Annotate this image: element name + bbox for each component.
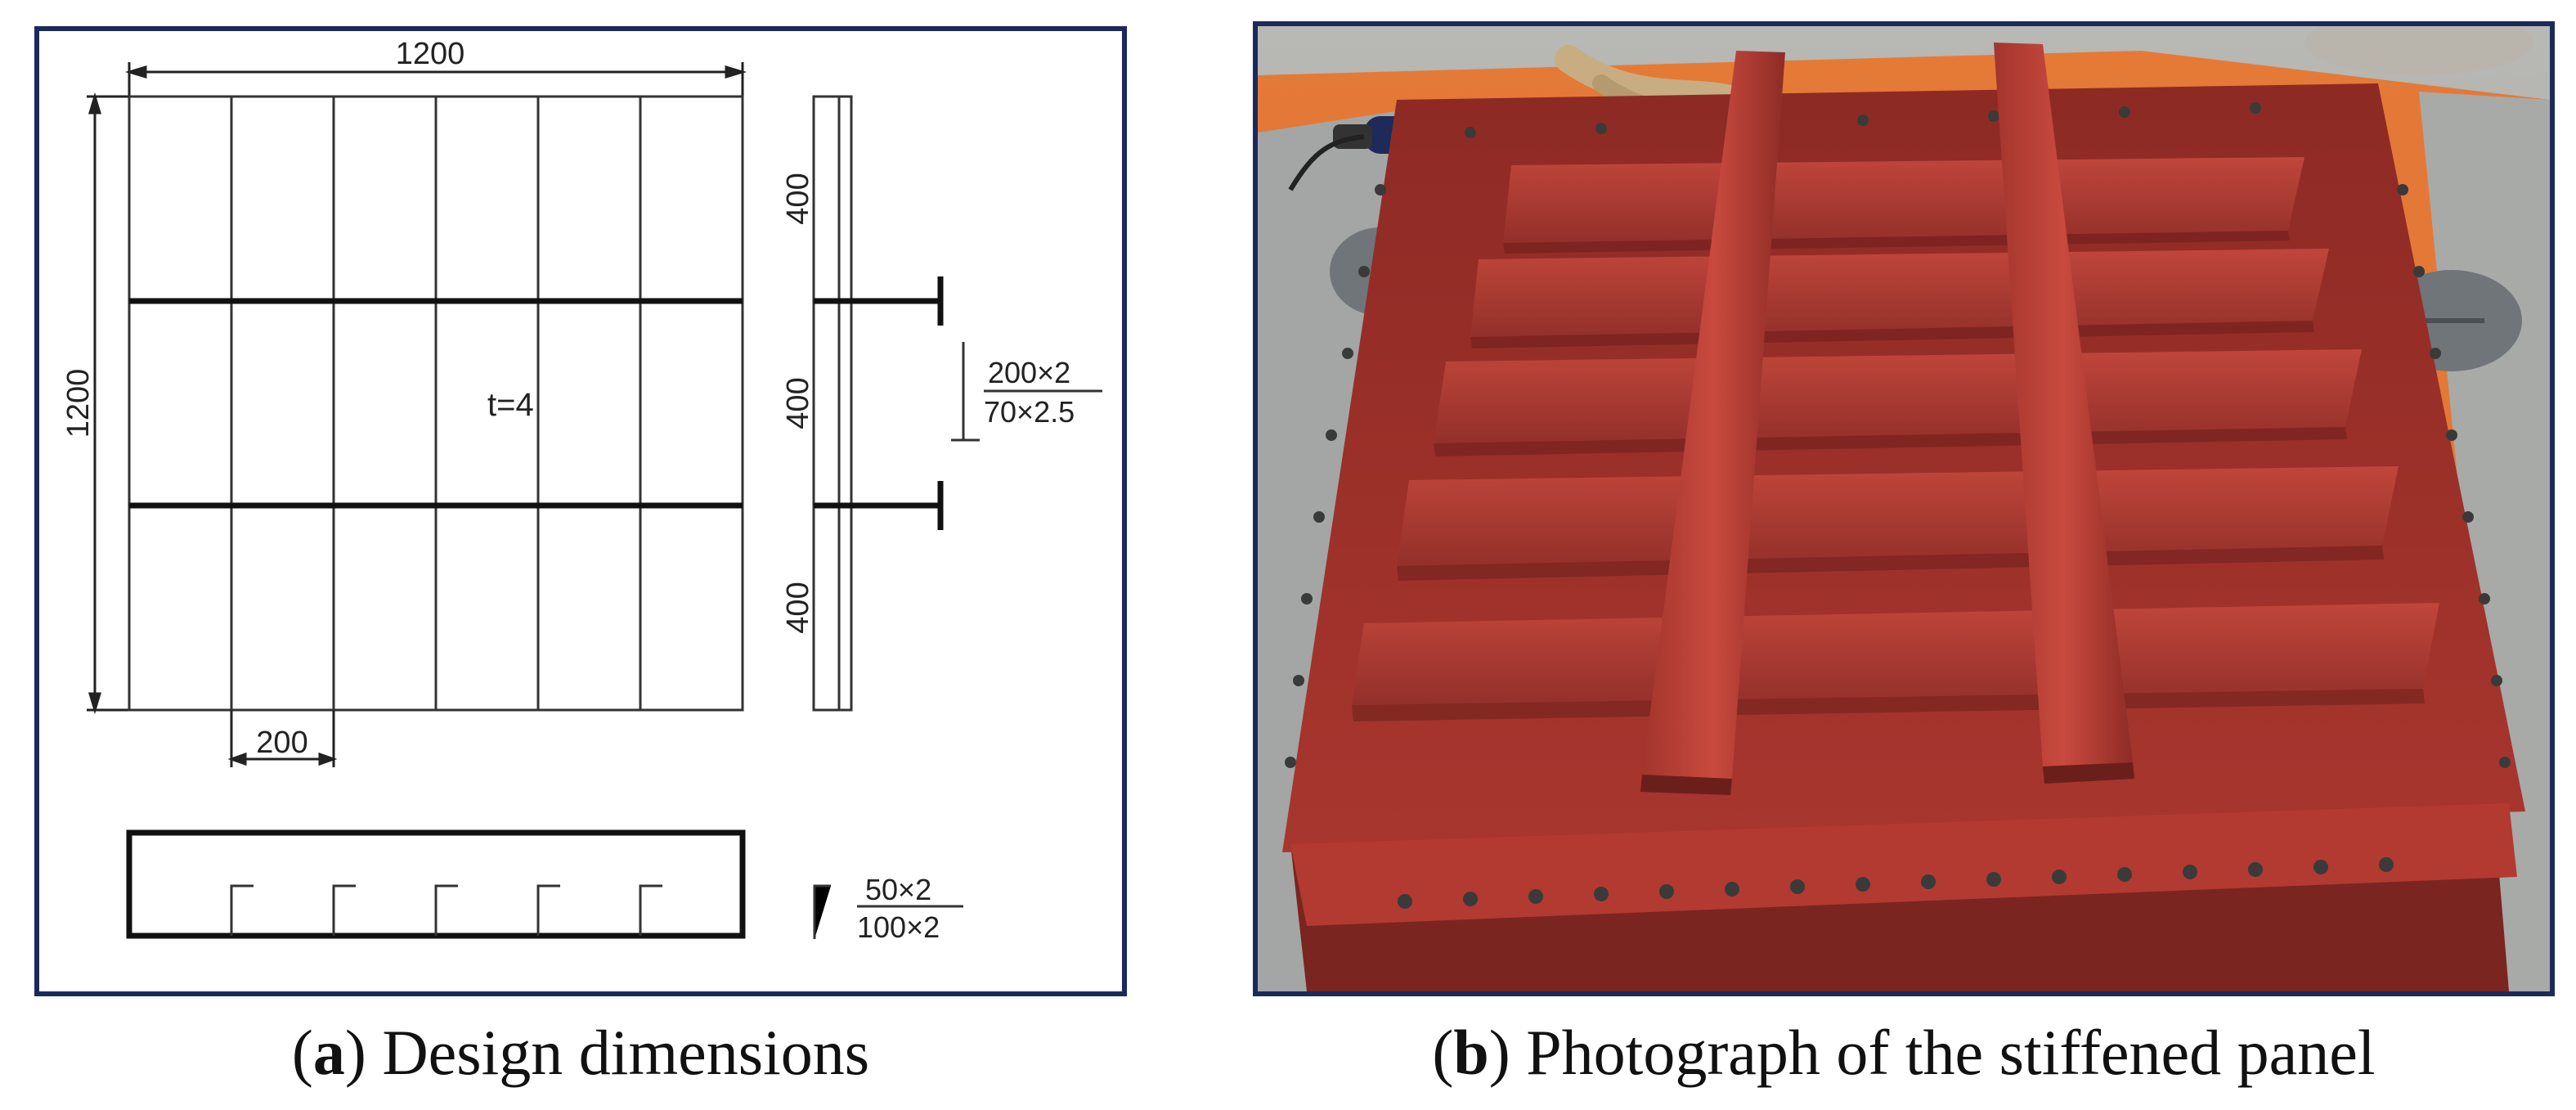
horizontal-stiffener-ribs	[1352, 157, 2439, 705]
longitudinal-beam-right	[1994, 43, 2133, 766]
steel-disc-top	[2304, 26, 2533, 75]
side-elevation-view	[812, 95, 944, 712]
transverse-stiffeners	[129, 298, 743, 509]
dimension-height	[87, 92, 129, 715]
dimension-width-label: 1200	[396, 37, 465, 71]
caption-photograph: (b) Photograph of the stiffened panel	[1432, 1017, 2376, 1088]
stiffened-panel-photo	[1253, 21, 2555, 996]
dimension-spacing	[227, 710, 338, 767]
t-stiffener-flange-label: 70×2.5	[984, 395, 1075, 429]
caption-a-text: Design dimensions	[366, 1017, 870, 1088]
design-drawing-svg: 1200 1200 t=4	[61, 37, 1102, 944]
caption-design-dimensions: (a) Design dimensions	[291, 1017, 870, 1088]
side-dimension-middle: 400	[781, 377, 815, 429]
l-stiffener-web-label: 100×2	[857, 910, 940, 944]
dimension-height-label: 1200	[61, 369, 96, 438]
plate-thickness-label: t=4	[487, 387, 534, 423]
longitudinal-stiffeners	[230, 97, 642, 710]
front-bolt-holes	[1398, 857, 2394, 909]
caption-b-letter: b	[1453, 1017, 1489, 1088]
design-drawing-panel: 1200 1200 t=4	[34, 26, 1127, 996]
t-section-symbol	[951, 342, 1102, 442]
cross-section-view	[126, 829, 746, 939]
l-stiffener-flange-label: 50×2	[865, 873, 931, 906]
dimension-spacing-label: 200	[256, 726, 307, 760]
side-dimension-top: 400	[781, 173, 815, 224]
caption-b-text: Photograph of the stiffened panel	[1510, 1017, 2376, 1088]
longitudinal-beam-left	[1642, 51, 1785, 779]
dimension-width	[124, 62, 747, 105]
side-dimension-bottom: 400	[781, 582, 815, 633]
photo-illustration-svg	[1258, 26, 2550, 991]
caption-a-letter: a	[312, 1017, 345, 1088]
t-stiffener-web-label: 200×2	[988, 356, 1070, 389]
rib-shadows	[1352, 231, 2425, 721]
l-section-symbol	[813, 884, 963, 939]
